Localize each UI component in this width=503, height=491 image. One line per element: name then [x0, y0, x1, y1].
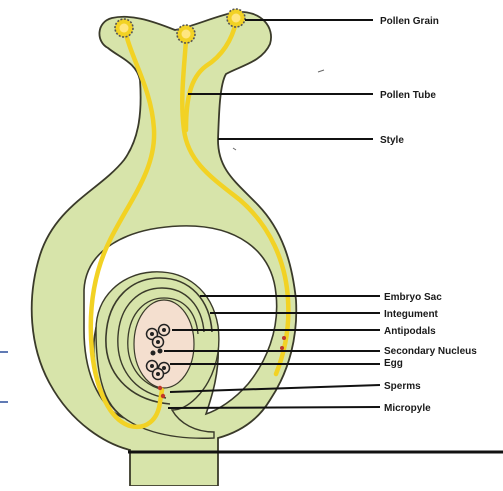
- pollen-grain-right: [227, 9, 245, 27]
- label-embryo-sac: Embryo Sac: [384, 292, 442, 303]
- label-secondary-nucleus: Secondary Nucleus: [384, 346, 477, 357]
- label-sperms: Sperms: [384, 381, 421, 392]
- pollen-grain-left: [115, 19, 133, 37]
- label-pollen-tube: Pollen Tube: [380, 90, 436, 101]
- leader-micropyle: [168, 407, 380, 408]
- label-pollen-grain: Pollen Grain: [380, 16, 439, 27]
- stray-mark-2: [233, 148, 236, 150]
- label-integument: Integument: [384, 309, 439, 320]
- label-style: Style: [380, 135, 404, 146]
- label-antipodals: Antipodals: [384, 326, 436, 337]
- label-egg: Egg: [384, 358, 403, 369]
- pollen-grain-middle: [177, 25, 195, 43]
- label-micropyle: Micropyle: [384, 403, 431, 414]
- stray-mark: [318, 70, 324, 72]
